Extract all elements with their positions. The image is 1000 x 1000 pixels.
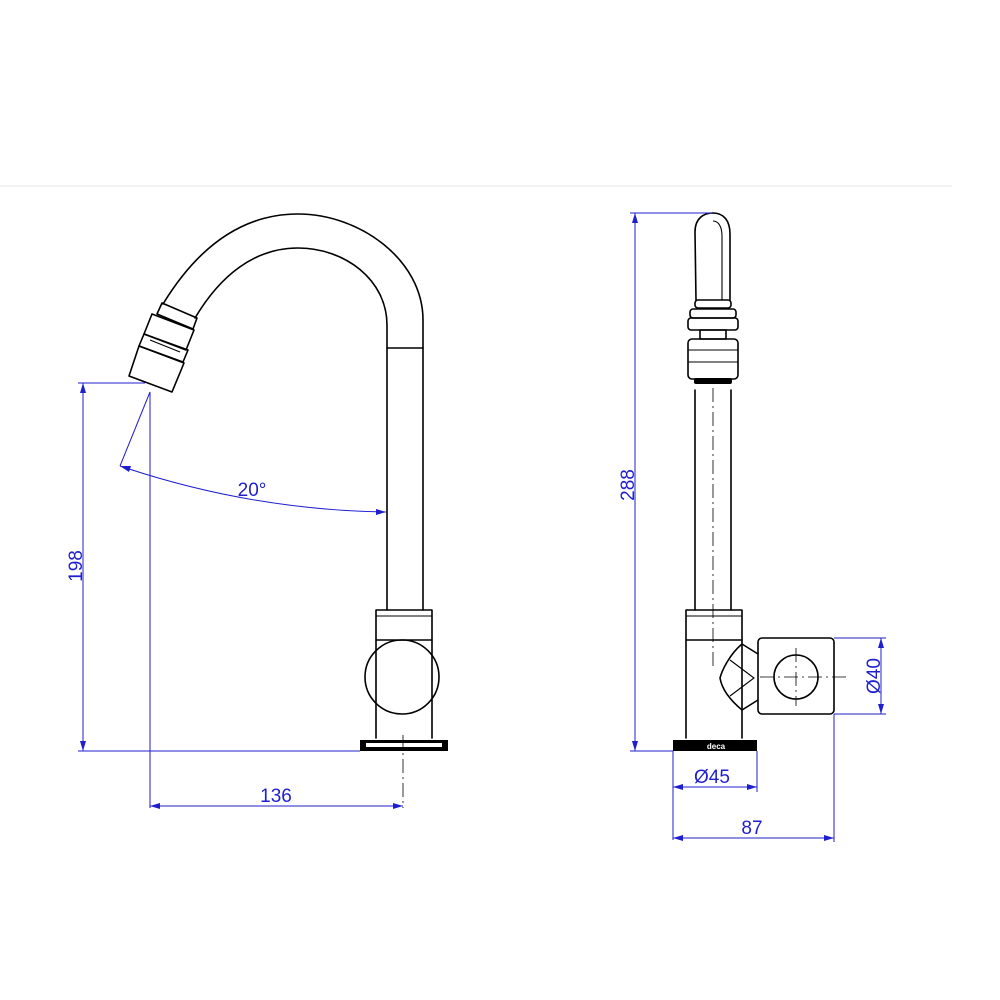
aerator-ring-top xyxy=(156,302,198,330)
side-view: deca xyxy=(673,212,846,751)
side-aerator-mesh xyxy=(694,378,732,384)
side-handle-neck-upper xyxy=(741,643,759,655)
dim-40-label: Ø40 xyxy=(864,658,885,694)
dim-136-arrow-left xyxy=(150,803,160,809)
side-handle-block xyxy=(757,637,835,715)
dim-288-arrow-bottom xyxy=(632,741,638,751)
dim-198-label: 198 xyxy=(66,550,87,582)
front-dimensions: 198 136 20° xyxy=(66,382,403,809)
dim-40-arrow-bottom xyxy=(878,704,884,714)
side-ring-4 xyxy=(699,329,727,340)
front-collar xyxy=(375,609,433,641)
side-spout-top xyxy=(694,212,731,301)
aerator-thread-line xyxy=(149,339,181,353)
front-body xyxy=(375,639,433,739)
dim-136-arrow-right xyxy=(393,803,403,809)
front-view xyxy=(128,213,448,808)
spout-outer-edge xyxy=(162,213,424,349)
angle-arc xyxy=(119,465,387,513)
front-base-plate-highlight xyxy=(366,743,442,747)
dim-87-label: 87 xyxy=(741,818,762,839)
side-body xyxy=(685,639,743,739)
side-dimensions: 288 Ø40 Ø45 87 xyxy=(618,212,886,842)
angle-ray xyxy=(119,391,151,467)
side-handle-neck-lower xyxy=(741,699,759,711)
dim-45-label: Ø45 xyxy=(694,767,730,788)
side-aerator-body xyxy=(687,338,739,380)
dim-288-arrow-top xyxy=(632,213,638,223)
angle-label: 20° xyxy=(238,480,267,501)
dim-45-arrow-right xyxy=(747,784,757,790)
spout-tube xyxy=(386,347,424,611)
side-handle-neck-shade xyxy=(729,659,755,697)
dim-87-arrow-right xyxy=(824,835,834,841)
side-base-plate xyxy=(673,740,757,751)
dim-45-arrow-left xyxy=(673,784,683,790)
dim-40-arrow-top xyxy=(878,638,884,648)
angle-arrow-right xyxy=(376,509,386,515)
dim-87-arrow-left xyxy=(673,835,683,841)
side-collar xyxy=(685,609,743,641)
side-handle-neck xyxy=(719,643,743,711)
aerator-body xyxy=(128,345,185,393)
side-spout-top-inner xyxy=(712,220,723,300)
dim-198-arrow-top xyxy=(80,383,86,393)
dim-198-arrow-bottom xyxy=(80,741,86,751)
brand-logo: deca xyxy=(707,742,726,751)
spout-inner-edge xyxy=(194,247,388,349)
angle-arrow-left xyxy=(120,466,131,472)
handle-knob xyxy=(364,639,440,715)
side-ring-3 xyxy=(687,317,739,331)
side-ring-2 xyxy=(689,308,737,319)
side-ring-1 xyxy=(694,299,732,309)
dim-288-label: 288 xyxy=(618,469,639,501)
dim-136-label: 136 xyxy=(260,786,292,807)
side-spout-tube xyxy=(694,389,732,611)
